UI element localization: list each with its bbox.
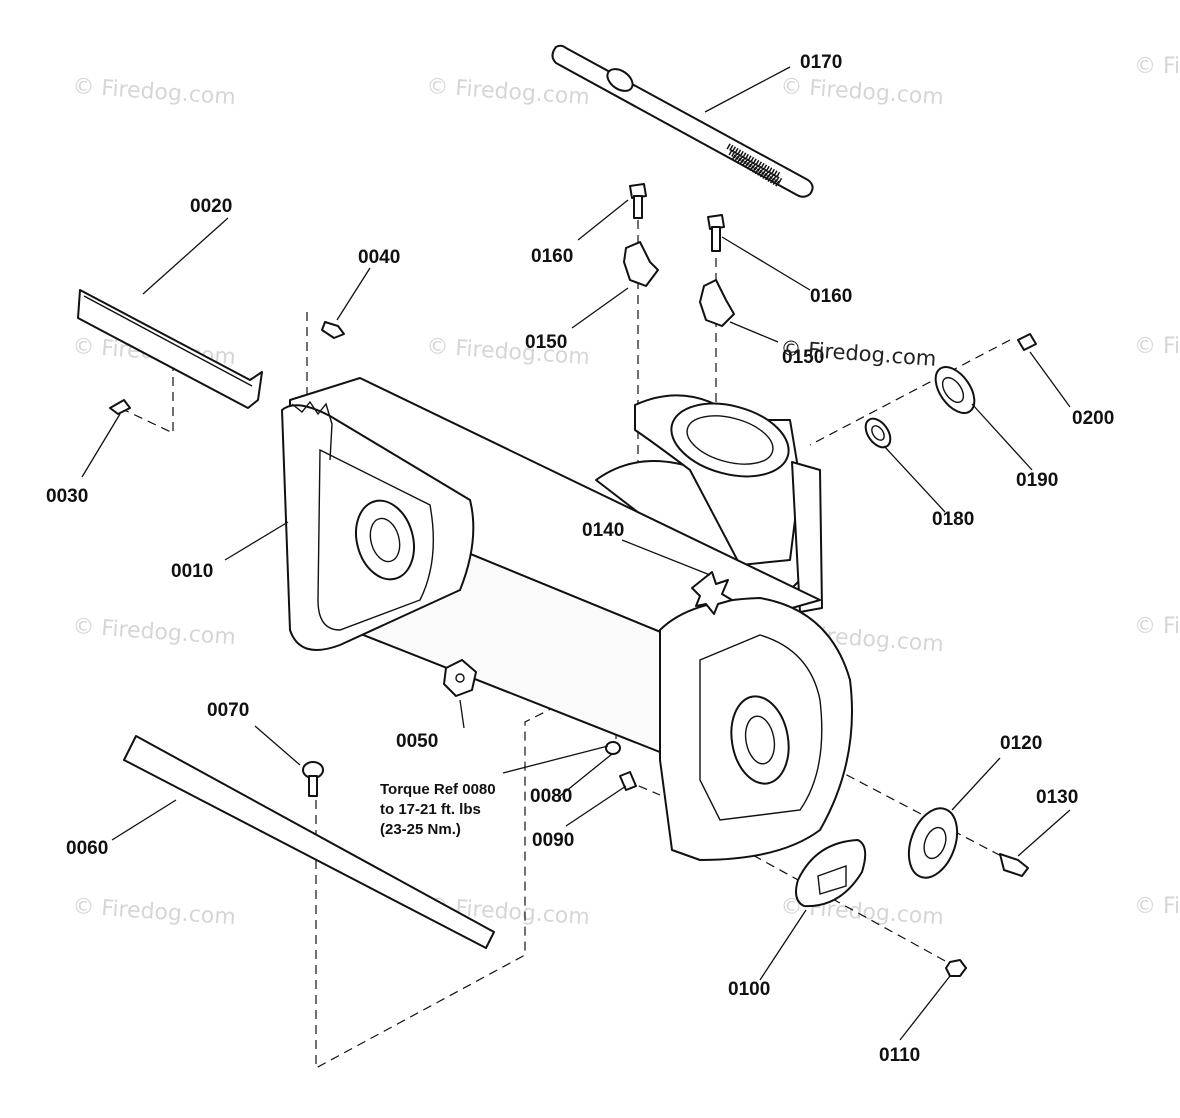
callout-0100: 0100 (728, 979, 770, 1000)
callout-0190: 0190 (1016, 470, 1058, 491)
part-0110 (945, 959, 967, 977)
watermark: © Firedog.com (1134, 614, 1180, 639)
callout-0010: 0010 (171, 561, 213, 582)
callout-0080: 0080 (530, 786, 572, 807)
callout-0120: 0120 (1000, 733, 1042, 754)
watermark: © Firedog.com (72, 894, 237, 930)
watermark: © Firedog.com (1134, 54, 1180, 79)
torque-note-line-3: (23-25 Nm.) (380, 821, 461, 838)
watermark: © Firedog.com (72, 74, 237, 110)
part-bearing-group (864, 333, 1037, 449)
callout-0140: 0140 (582, 520, 624, 541)
callout-0030: 0030 (46, 486, 88, 507)
watermark: © Firedog.com (426, 74, 591, 110)
part-0080-0090 (605, 741, 637, 791)
part-0120-0130 (907, 807, 1029, 879)
callout-0200: 0200 (1072, 408, 1114, 429)
callout-0160-a: 0160 (531, 246, 573, 267)
torque-note-line-1: Torque Ref 0080 (380, 781, 496, 798)
small-hardware (109, 321, 345, 415)
torque-note-line-2: to 17-21 ft. lbs (380, 801, 481, 818)
callout-0170: 0170 (800, 52, 842, 73)
torque-note: Torque Ref 0080 to 17-21 ft. lbs (23-25 … (380, 781, 496, 838)
watermark: © Firedog.com (1134, 334, 1180, 359)
part-0020 (77, 289, 263, 409)
watermark: © Firedog.com (1134, 894, 1180, 919)
part-0060 (123, 735, 495, 949)
part-0010-housing (281, 377, 853, 861)
part-0150-clips (623, 241, 735, 327)
callout-0110: 0110 (879, 1045, 920, 1066)
callout-0020: 0020 (190, 196, 232, 217)
callout-0150-a: 0150 (525, 332, 567, 353)
watermark: © Firedog.com (72, 614, 237, 650)
callout-0150-b: 0150 (782, 347, 824, 368)
watermark: © Firedog.com (780, 74, 945, 110)
callout-0130: 0130 (1036, 787, 1078, 808)
leader-lines (81, 66, 1071, 1041)
callout-labels: 0170 0020 0040 0160 0160 0150 0150 0200 … (46, 52, 1114, 1066)
callout-0060: 0060 (66, 838, 108, 859)
callout-0040: 0040 (358, 247, 400, 268)
callout-0090: 0090 (532, 830, 574, 851)
callout-0180: 0180 (932, 509, 974, 530)
part-0050 (443, 659, 477, 697)
callout-0070: 0070 (207, 700, 249, 721)
callout-0050: 0050 (396, 731, 438, 752)
callout-0160-b: 0160 (810, 286, 852, 307)
part-0070 (302, 761, 324, 797)
part-0170-rod (551, 44, 814, 198)
part-0160-bolts (629, 183, 725, 252)
part-0100 (795, 839, 867, 908)
